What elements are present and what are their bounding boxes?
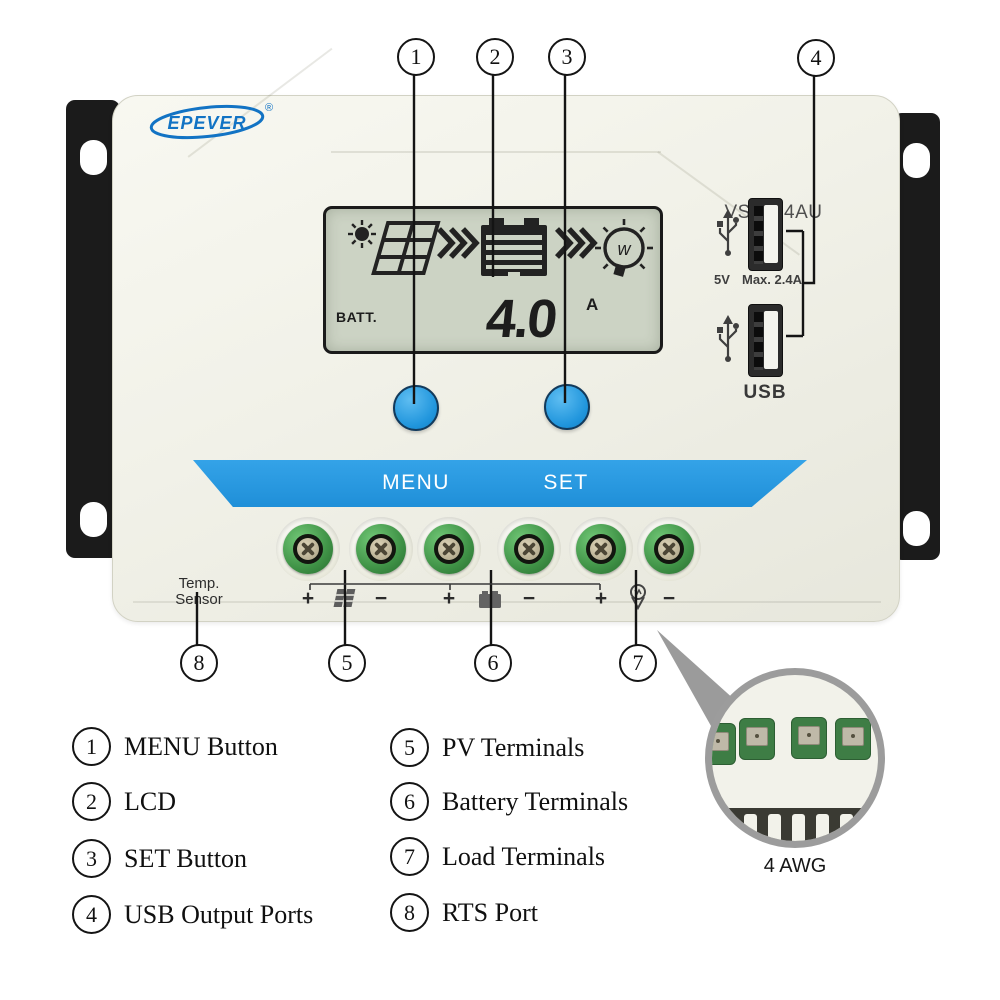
sun-icon	[348, 220, 376, 248]
flow-arrows-icon	[436, 227, 480, 259]
right-bracket-bottom-hole	[903, 511, 930, 546]
left-bracket-top-hole	[80, 140, 107, 175]
legend-label-1: MENU Button	[124, 731, 278, 761]
controller-body: EPEVER ® VS6024AU	[112, 47, 900, 622]
body-facet-line	[331, 151, 661, 153]
legend-number-1: 1	[72, 727, 111, 766]
magnified-terminal	[791, 717, 827, 759]
battery-symbol-icon	[479, 591, 501, 608]
battery-icon	[481, 218, 547, 276]
legend-row-4: 4 USB Output Ports	[72, 895, 313, 934]
legend-label-6: Battery Terminals	[442, 786, 629, 816]
usb-trident-icon	[717, 315, 739, 362]
legend-label-4: USB Output Ports	[124, 899, 314, 929]
usb-trident-icon	[717, 209, 739, 256]
usb-port-tongue	[764, 205, 778, 263]
legend-number-8: 8	[390, 893, 429, 932]
usb-port-1	[748, 198, 783, 271]
legend-label-5: PV Terminals	[442, 732, 585, 762]
left-mounting-bracket	[66, 100, 120, 558]
left-bracket-bottom-hole	[80, 502, 107, 537]
set-button	[544, 384, 590, 430]
legend-label-7: Load Terminals	[442, 841, 606, 871]
lcd-current-unit: A	[586, 295, 598, 314]
battery-plus-terminal	[424, 524, 474, 574]
usb-ports-label: USB	[743, 382, 787, 403]
callout-6: 6	[474, 644, 512, 682]
lcd-current-value: 4.0	[483, 289, 558, 349]
legend-number-6: 6	[390, 782, 429, 821]
flow-arrows-icon	[554, 227, 598, 259]
lcd-batt-label: BATT.	[336, 309, 377, 325]
load-plus-label: +	[594, 587, 608, 610]
epever-logo: EPEVER ®	[149, 102, 273, 140]
legend-label-2: LCD	[124, 786, 176, 816]
usb-voltage-label: 5V	[714, 272, 730, 287]
usb-max-current-label: Max. 2.4A	[742, 272, 802, 287]
right-mounting-bracket	[893, 113, 940, 560]
right-bracket-top-hole	[903, 143, 930, 178]
legend-number-3: 3	[72, 839, 111, 878]
brand-name: EPEVER	[167, 113, 246, 133]
legend-row-3: 3 SET Button	[72, 839, 247, 878]
pv-minus-label: −	[374, 587, 388, 610]
legend-row-7: 7 Load Terminals	[390, 837, 605, 876]
legend-row-8: 8 RTS Port	[390, 893, 538, 932]
control-label-bar	[193, 460, 807, 507]
menu-button	[393, 385, 439, 431]
usb-port-pins	[754, 312, 763, 370]
legend-row-2: 2 LCD	[72, 782, 176, 821]
pv-plus-terminal	[283, 524, 333, 574]
magnified-terminal	[835, 718, 871, 760]
temp-sensor-line2: Sensor	[175, 591, 223, 608]
menu-label: MENU	[382, 471, 450, 494]
legend-number-7: 7	[390, 837, 429, 876]
load-minus-label: −	[662, 587, 676, 610]
legend-number-2: 2	[72, 782, 111, 821]
load-minus-terminal	[644, 524, 694, 574]
legend-number-4: 4	[72, 895, 111, 934]
legend-label-8: RTS Port	[442, 897, 538, 927]
lcd-display: w BATT. 4.0 A	[323, 206, 663, 354]
load-symbol-icon	[630, 584, 646, 610]
pv-symbol-icon	[333, 589, 356, 607]
callout-8: 8	[180, 644, 218, 682]
lcd-graphics: w BATT. 4.0 A	[336, 218, 653, 349]
wire-gauge-label: 4 AWG	[763, 855, 827, 877]
legend-row-5: 5 PV Terminals	[390, 728, 584, 767]
battery-plus-label: +	[442, 587, 456, 610]
heatsink-fins	[712, 808, 878, 841]
pv-minus-terminal	[356, 524, 406, 574]
battery-minus-label: −	[522, 587, 536, 610]
legend-label-3: SET Button	[124, 843, 248, 873]
callout-3: 3	[548, 38, 586, 76]
pv-array-icon	[371, 221, 441, 275]
legend-number-5: 5	[390, 728, 429, 767]
epever-logo-swoosh	[149, 104, 265, 140]
usb-port-tongue	[764, 311, 778, 369]
temp-sensor-label: Temp. Sensor	[161, 576, 237, 608]
legend-row-1: 1 MENU Button	[72, 727, 278, 766]
svg-text:w: w	[618, 239, 632, 259]
callout-1: 1	[397, 38, 435, 76]
magnified-terminal	[712, 723, 736, 765]
temp-sensor-line1: Temp.	[178, 575, 220, 592]
terminal-magnifier	[705, 668, 885, 848]
battery-minus-terminal	[504, 524, 554, 574]
usb-port-2	[748, 304, 783, 377]
usb-port-pins	[754, 206, 763, 264]
set-label: SET	[543, 471, 589, 494]
callout-4: 4	[797, 39, 835, 77]
legend-row-6: 6 Battery Terminals	[390, 782, 628, 821]
body-bottom-edge	[133, 601, 881, 603]
callout-5: 5	[328, 644, 366, 682]
registered-trademark: ®	[265, 102, 273, 114]
callout-7: 7	[619, 644, 657, 682]
load-lamp-icon: w	[595, 219, 653, 277]
load-plus-terminal	[576, 524, 626, 574]
callout-2: 2	[476, 38, 514, 76]
magnified-terminal	[739, 718, 775, 760]
pv-plus-label: +	[301, 587, 315, 610]
